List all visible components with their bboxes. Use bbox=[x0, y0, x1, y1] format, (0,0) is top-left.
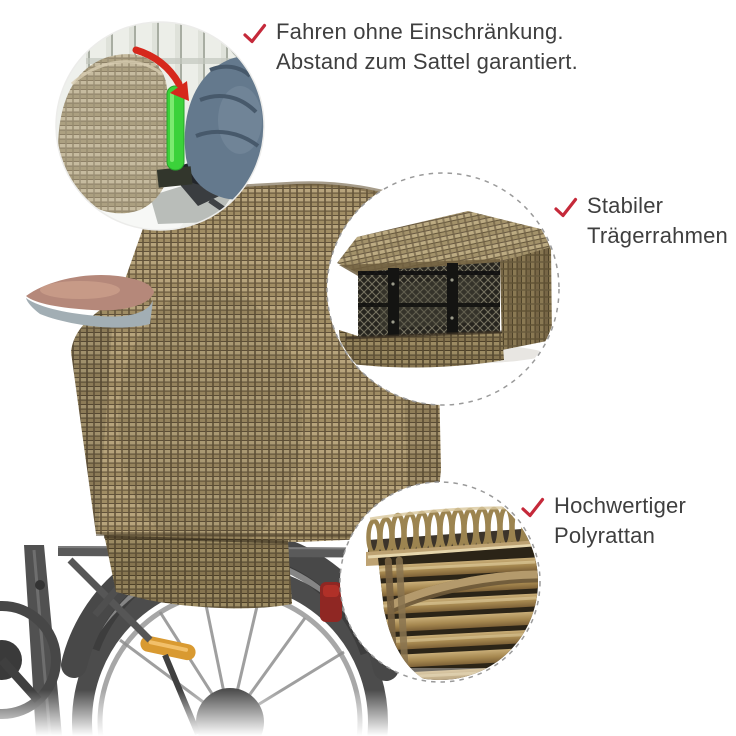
weave-block bbox=[378, 546, 538, 680]
basket-closeup bbox=[58, 54, 174, 214]
orange-reflector bbox=[140, 635, 196, 661]
basket-skirt bbox=[104, 534, 292, 609]
basket-lid-top bbox=[337, 211, 551, 273]
skirt-seam bbox=[103, 535, 289, 544]
photo-bottom-fade bbox=[0, 690, 736, 736]
annotation-line: Polyrattan bbox=[554, 523, 656, 548]
metal-strap-left bbox=[388, 268, 399, 352]
red-arrow-icon bbox=[132, 46, 189, 101]
basket-bottom-rim bbox=[346, 332, 504, 368]
checkmark-icon bbox=[554, 197, 578, 218]
side-panel-shade bbox=[500, 247, 552, 350]
clamp-hardware bbox=[156, 166, 193, 188]
rim-seam bbox=[345, 330, 503, 340]
rear-light bbox=[320, 582, 342, 622]
annotation-frame-text: Stabiler Trägerrahmen bbox=[587, 191, 728, 251]
callout-saddle-clearance-edge bbox=[55, 21, 265, 231]
annotation-line: Stabiler bbox=[587, 193, 664, 218]
annotation-clearance-text: Fahren ohne Einschränkung. Abstand zum S… bbox=[276, 17, 578, 77]
annotation-frame: Stabiler Trägerrahmen bbox=[552, 191, 728, 251]
basket-center-shade bbox=[118, 288, 302, 552]
annotation-clearance: Fahren ohne Einschränkung. Abstand zum S… bbox=[241, 17, 578, 77]
annotation-material: Hochwertiger Polyrattan bbox=[519, 491, 686, 551]
basket-closeup-rim bbox=[70, 60, 163, 86]
annotation-material-text: Hochwertiger Polyrattan bbox=[554, 491, 686, 551]
annotation-line: Trägerrahmen bbox=[587, 223, 728, 248]
cage-top-rail bbox=[358, 271, 500, 275]
callout-carrier-frame bbox=[326, 172, 560, 406]
metal-strap-right bbox=[447, 263, 458, 349]
checkmark-icon bbox=[521, 497, 545, 518]
green-marker-highlight bbox=[170, 92, 174, 162]
green-spacer-marker bbox=[166, 85, 185, 171]
annotation-line: Abstand zum Sattel garantiert. bbox=[276, 49, 578, 74]
annotation-line: Fahren ohne Einschränkung. bbox=[276, 19, 564, 44]
checkmark-icon bbox=[243, 23, 267, 44]
rim-strand-highlight bbox=[367, 543, 538, 559]
callout-polyrattan-weave bbox=[339, 481, 541, 683]
cage-mid-rail bbox=[358, 303, 500, 307]
saddle bbox=[26, 274, 154, 328]
main-photo bbox=[0, 181, 736, 736]
callout-saddle-clearance bbox=[55, 21, 265, 231]
annotation-line: Hochwertiger bbox=[554, 493, 687, 518]
basket-side-panel bbox=[500, 247, 552, 350]
basket-left-shade bbox=[71, 310, 112, 534]
